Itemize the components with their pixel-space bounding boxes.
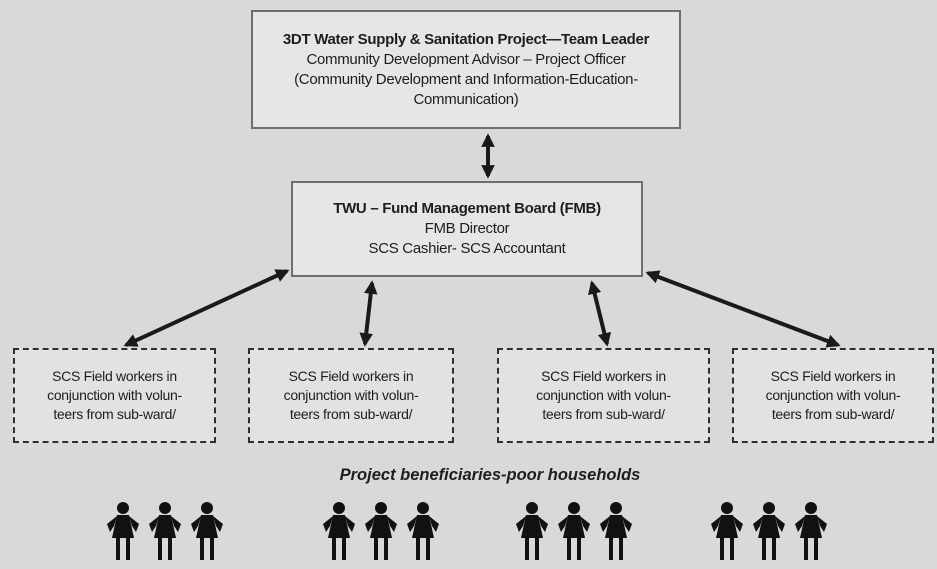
- arrow-fmb-to-field-3: [587, 280, 612, 347]
- person-icon: [711, 502, 743, 560]
- field-box-4-line-2: conjunction with volun-: [765, 387, 901, 403]
- fmb-title: TWU – Fund Management Board (FMB): [333, 200, 601, 217]
- person-icon: [407, 502, 439, 560]
- team-leader-line-4: Communication): [413, 90, 519, 108]
- arrow-fmb-to-field-2: [359, 280, 378, 347]
- field-box-2-line-2: conjunction with volun-: [283, 387, 419, 403]
- field-box-3-line-1: SCS Field workers in: [541, 368, 666, 384]
- team-leader-line-3: (Community Development and Information-E…: [294, 70, 638, 88]
- team-leader-title: 3DT Water Supply & Sanitation Project—Te…: [282, 30, 650, 48]
- field-box-2-line-3: teers from sub-ward/: [289, 406, 413, 422]
- fmb-line-3: SCS Cashier- SCS Accountant: [368, 240, 566, 257]
- team-leader-box: 3DT Water Supply & Sanitation Project—Te…: [251, 10, 681, 129]
- field-box-2-line-1: SCS Field workers in: [288, 368, 414, 384]
- field-box-1-line-1: SCS Field workers in: [52, 368, 177, 384]
- fund-management-board-box: TWU – Fund Management Board (FMB) FMB Di…: [291, 181, 643, 277]
- field-workers-box-4: SCS Field workers in conjunction with vo…: [732, 348, 934, 443]
- person-icon: [149, 502, 181, 560]
- person-icon: [365, 502, 397, 560]
- beneficiary-figures: [107, 502, 827, 560]
- person-icon: [795, 502, 827, 560]
- person-icon: [191, 502, 223, 560]
- team-leader-line-2: Community Development Advisor – Project …: [306, 50, 626, 68]
- field-box-4-line-1: SCS Field workers in: [770, 368, 896, 384]
- person-icon: [753, 502, 785, 560]
- field-box-3-line-3: teers from sub-ward/: [542, 406, 665, 422]
- person-icon: [516, 502, 548, 560]
- field-box-4-line-3: teers from sub-ward/: [771, 406, 895, 422]
- person-icon: [600, 502, 632, 560]
- person-icon: [558, 502, 590, 560]
- field-box-1-line-3: teers from sub-ward/: [53, 406, 176, 422]
- field-workers-box-2: SCS Field workers in conjunction with vo…: [248, 348, 454, 443]
- arrow-fmb-to-field-1: [123, 269, 290, 347]
- field-box-3-line-2: conjunction with volun-: [536, 387, 671, 403]
- beneficiaries-label: Project beneficiaries-poor households: [339, 466, 641, 484]
- arrow-fmb-to-field-4: [645, 270, 841, 348]
- person-icon: [323, 502, 355, 560]
- field-workers-box-1: SCS Field workers in conjunction with vo…: [13, 348, 216, 443]
- field-workers-box-3: SCS Field workers in conjunction with vo…: [497, 348, 710, 443]
- field-box-1-line-2: conjunction with volun-: [47, 387, 182, 403]
- fmb-line-2: FMB Director: [424, 220, 510, 237]
- person-icon: [107, 502, 139, 560]
